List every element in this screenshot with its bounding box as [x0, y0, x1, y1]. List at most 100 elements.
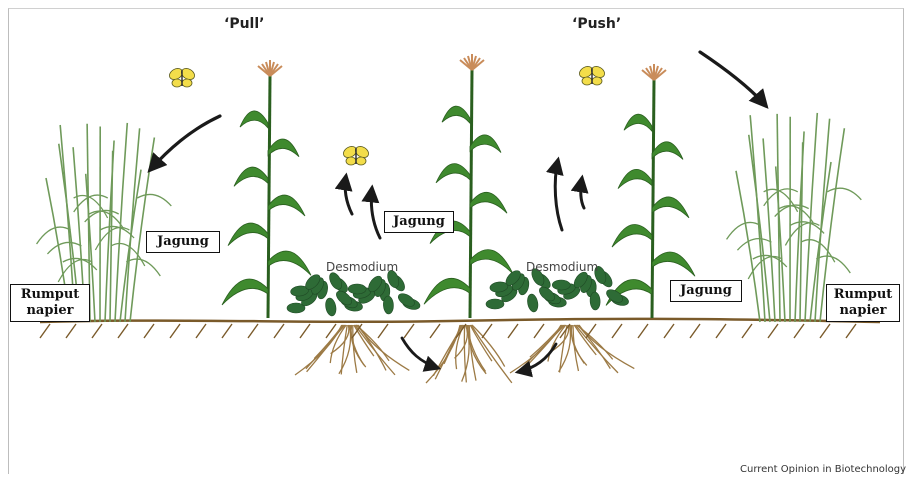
- root-systems: [295, 325, 634, 383]
- napier-blade-left-leaf: [137, 194, 171, 206]
- napier-blade-left-leaf: [47, 242, 81, 254]
- soil-surface: [40, 319, 880, 322]
- desmodium-left-leaf: [383, 296, 394, 314]
- napier-grass-label-right-line2: napier: [833, 303, 893, 319]
- soil-hatch: [664, 324, 674, 338]
- maize-center-tassel: [460, 54, 484, 70]
- arrow-pull-to-napier-left: [150, 116, 220, 170]
- soil-hatch: [612, 324, 622, 338]
- maize-right-leaf: [652, 197, 689, 218]
- figure-credit: Current Opinion in Biotechnology: [740, 464, 906, 475]
- soil-hatch: [66, 324, 76, 338]
- soil-hatch: [482, 324, 492, 338]
- maize-right-leaf: [652, 252, 695, 276]
- desmodium-left-leaf: [324, 297, 337, 317]
- napier-blade-left: [130, 137, 154, 322]
- napier-blade-right: [805, 113, 817, 322]
- soil-hatch: [118, 324, 128, 338]
- arrow-root-right: [518, 344, 556, 372]
- maize-left-leaf: [240, 111, 268, 128]
- arrow-push-to-napier-right: [700, 52, 766, 106]
- soil-hatch: [742, 324, 752, 338]
- desmodium-right-leaf: [486, 299, 504, 309]
- maize-center-stalk: [470, 70, 472, 318]
- moth-center: [341, 144, 370, 165]
- maize-plants: [222, 54, 695, 318]
- maize-left-stalk: [268, 76, 270, 318]
- maize-roots-center: [471, 325, 512, 383]
- maize-right-stalk: [652, 80, 654, 318]
- maize-right-leaf: [652, 142, 683, 160]
- maize-right-leaf: [624, 114, 652, 131]
- napier-blade-right-leaf: [827, 188, 861, 200]
- maize-right-tassel: [642, 64, 666, 80]
- soil-hatch: [846, 324, 856, 338]
- maize-left-leaf: [228, 223, 268, 246]
- napier-grass-label-right: Rumput napier: [826, 284, 900, 322]
- moth-left-wing: [182, 79, 192, 87]
- soil-hatch: [430, 324, 440, 338]
- arrow-volatile-right-2: [581, 178, 584, 208]
- maize-center-leaf: [470, 135, 501, 153]
- napier-blade-right-leaf: [727, 222, 761, 239]
- napier-blade-right: [763, 138, 775, 322]
- maize-center-leaf: [470, 192, 507, 213]
- pull-heading: ‘Pull’: [224, 16, 264, 32]
- soil-hatch: [144, 324, 154, 338]
- napier-blade-left-leaf: [37, 227, 71, 244]
- soil-hatch: [768, 324, 778, 338]
- maize-center-leaf: [470, 250, 513, 274]
- soil-hatch: [508, 324, 518, 338]
- arrow-volatile-right-1: [555, 160, 562, 230]
- moth-right-wing: [582, 77, 592, 85]
- moth-center-wing: [356, 157, 366, 165]
- desmodium-right-leaf: [590, 292, 601, 310]
- maize-right-leaf: [612, 224, 652, 247]
- maize-left-leaf: [268, 139, 299, 157]
- moth-right: [577, 64, 606, 85]
- maize-left-leaf: [234, 167, 268, 186]
- arrow-volatile-left-1: [345, 176, 352, 214]
- soil-hatch: [40, 324, 50, 338]
- maize-left-leaf: [268, 251, 311, 275]
- maize-left-leaf: [222, 279, 268, 305]
- napier-blade-left: [125, 128, 140, 322]
- maize-label-right: Jagung: [670, 280, 742, 302]
- soil-hatch: [794, 324, 804, 338]
- push-heading: ‘Push’: [572, 16, 621, 32]
- desmodium-right-leaf: [526, 293, 539, 313]
- moth-center-wing: [346, 157, 356, 165]
- soil-hatch: [170, 324, 180, 338]
- desmodium-label-right: Desmodium: [526, 260, 598, 274]
- maize-roots-center: [456, 325, 464, 369]
- napier-grass-label-left-line2: napier: [17, 303, 83, 319]
- arrow-volatile-left-2: [371, 188, 380, 238]
- desmodium-left-leaf: [348, 284, 366, 294]
- arrow-root-left: [402, 338, 438, 368]
- napier-blade-right: [750, 115, 765, 322]
- soil-hatch: [534, 324, 544, 338]
- desmodium-label-left: Desmodium: [326, 260, 398, 274]
- napier-grass-label-right-line1: Rumput: [833, 287, 893, 303]
- soil-hatch: [404, 324, 414, 338]
- desmodium-roots-left: [314, 325, 343, 359]
- moths: [167, 64, 606, 165]
- desmodium-roots-left: [358, 325, 409, 370]
- maize-center-leaf: [436, 164, 470, 183]
- desmodium-roots-right: [530, 325, 562, 357]
- napier-blade-right-leaf: [737, 239, 771, 251]
- maize-label-left: Jagung: [146, 231, 220, 253]
- soil-hatch: [378, 324, 388, 338]
- soil-hatch: [820, 324, 830, 338]
- napier-blade-left-leaf: [126, 259, 160, 276]
- soil-hatch: [300, 324, 310, 338]
- soil-hatch: [248, 324, 258, 338]
- maize-center-leaf: [442, 106, 470, 123]
- maize-roots-center: [426, 325, 460, 383]
- maize-right-leaf: [618, 169, 652, 188]
- soil-hatch: [196, 324, 206, 338]
- napier-grass-label-left: Rumput napier: [10, 284, 90, 322]
- maize-label-center: Jagung: [384, 211, 454, 233]
